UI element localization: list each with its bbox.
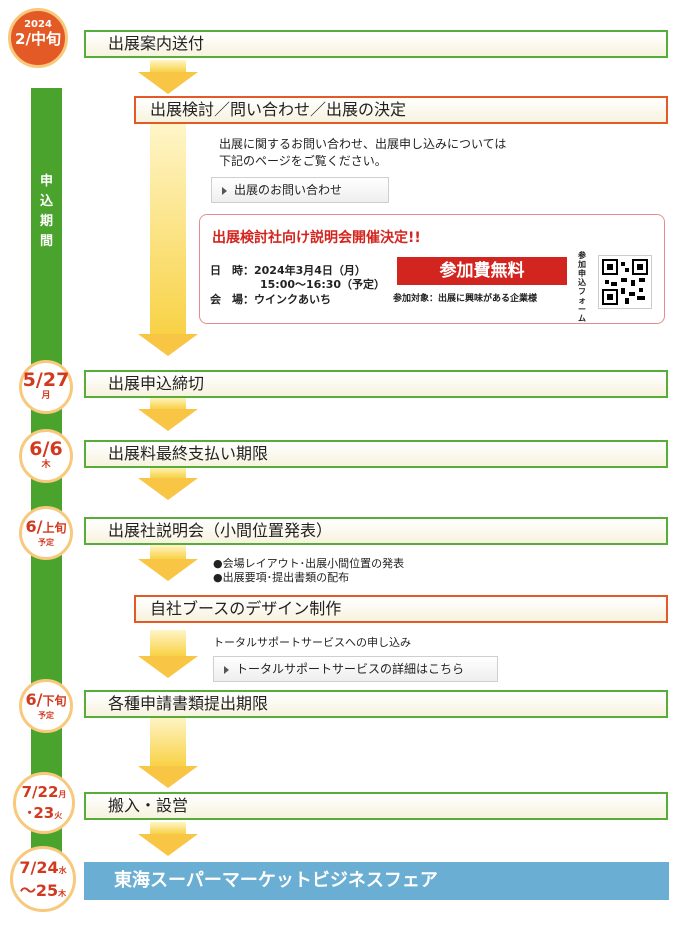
seminar-target: 参加対象：出展に興味がある企業様 (393, 294, 538, 304)
step-setup: 搬入・設営 (84, 792, 668, 820)
application-period-label: 申 込 期 間 (39, 174, 53, 249)
step-booth-design: 自社ブースのデザイン制作 (134, 595, 668, 623)
step-deadline: 出展申込締切 (84, 370, 668, 398)
seminar-box: 出展検討社向け説明会開催決定!! 日 時：2024年3月4日（月） 15:00～… (199, 214, 665, 324)
seminar-title: 出展検討社向け説明会開催決定!! (212, 230, 421, 246)
date-circle-jun-late: 6/下旬 予定 (19, 679, 73, 733)
event-bar: 東海スーパーマーケットビジネスフェア (84, 862, 669, 900)
date-circle-jun-early: 6/上旬 予定 (19, 506, 73, 560)
date-circle-jun6: 6/6 木 (19, 429, 73, 483)
step-consider: 出展検討／問い合わせ／出展の決定 (134, 96, 668, 124)
step-send-info: 出展案内送付 (84, 30, 668, 58)
free-badge: 参加費無料 (397, 257, 567, 285)
arrow-right-icon (222, 187, 227, 195)
form-label: 参加申込フォーム (578, 251, 586, 323)
step-briefing: 出展社説明会（小間位置発表） (84, 517, 668, 545)
application-period-bar (31, 88, 62, 888)
arrow-right-icon (224, 666, 229, 674)
step-documents: 各種申請書類提出期限 (84, 690, 668, 718)
seminar-time: 15:00～16:30（予定） (260, 278, 386, 291)
briefing-notes: ●会場レイアウト･出展小間位置の発表 ●出展要項･提出書類の配布 (213, 557, 405, 584)
date-circle-jul24: 7/24水 ～25木 (10, 846, 76, 912)
support-link[interactable]: トータルサポートサービスの詳細はこちら (213, 656, 498, 682)
inquiry-link[interactable]: 出展のお問い合わせ (211, 177, 389, 203)
date-circle-may27: 5/27 月 (19, 360, 73, 414)
qr-code-icon[interactable] (598, 255, 652, 309)
date-circle-jul22: 7/22月 ･23火 (13, 772, 75, 834)
inquiry-text: 出展に関するお問い合わせ、出展申し込みについては 下記のページをご覧ください。 (219, 137, 507, 168)
seminar-date: 日 時：2024年3月4日（月） (210, 264, 366, 277)
seminar-venue: 会 場：ウインクあいち (210, 293, 331, 306)
date-circle-feb: 2024 2/中旬 (8, 8, 68, 68)
step-payment: 出展料最終支払い期限 (84, 440, 668, 468)
support-text: トータルサポートサービスへの申し込み (213, 636, 411, 649)
